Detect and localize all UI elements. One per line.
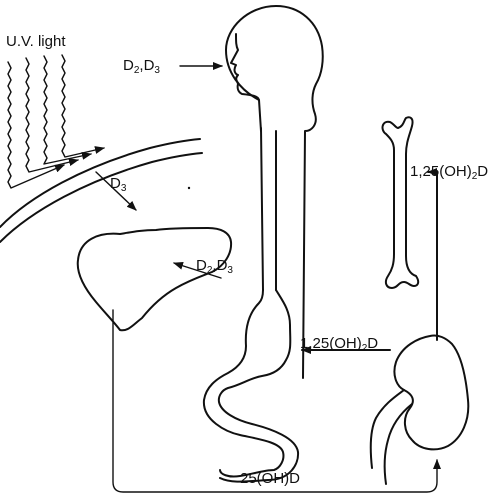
skin — [0, 139, 202, 242]
bone — [383, 117, 419, 288]
stomach-inner — [219, 290, 298, 482]
uv-ray-1 — [8, 62, 64, 188]
kidney-to-gut-label: 1,25(OH)2D — [300, 336, 378, 354]
uv-ray-2 — [26, 58, 78, 172]
head-profile — [226, 6, 323, 378]
uv-rays — [8, 55, 104, 188]
liver-to-kidney-arrow — [113, 310, 437, 492]
ureter — [371, 390, 404, 468]
kidney-to-bone-label: 1,25(OH)2D — [410, 164, 488, 182]
esophagus-left — [261, 128, 263, 290]
uv-light-label: U.V. light — [6, 34, 65, 49]
ureter-inner — [385, 404, 412, 484]
dietary-d2-d3-label: D2,D3 — [123, 58, 160, 76]
liver — [78, 228, 231, 330]
gut-to-liver-d2-d3-label: D2,D3 — [196, 258, 233, 276]
dot-mark — [188, 187, 190, 189]
skin-outer-line — [0, 139, 200, 227]
uv-ray-3 — [44, 56, 91, 164]
uv-ray-4 — [62, 55, 104, 157]
kidney — [394, 335, 468, 449]
kidney-to-bone-arrow — [428, 172, 437, 340]
liver-to-kidney-label: 25(OH)D — [240, 471, 300, 486]
skin-d3-label: D3 — [110, 176, 126, 194]
